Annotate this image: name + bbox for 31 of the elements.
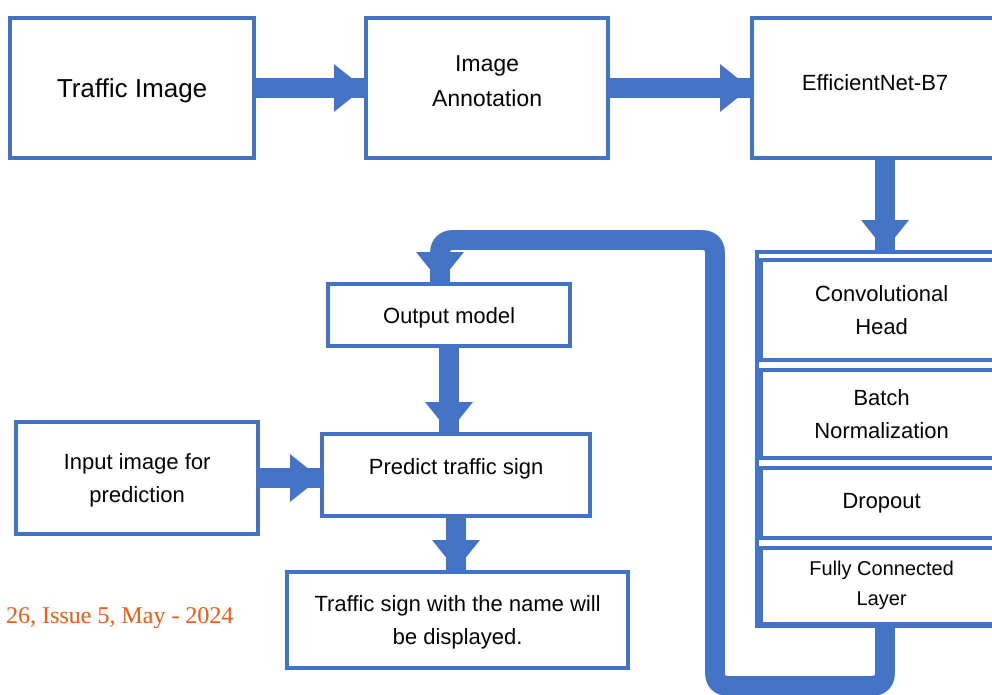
process-box: [759, 466, 992, 540]
journal-issue-note: 26, Issue 5, May - 2024: [6, 602, 234, 631]
block-arrow: [256, 64, 364, 112]
box-label: Fully Connected Layer: [808, 557, 955, 612]
process-box: [759, 546, 992, 626]
layer-stack-box: [755, 250, 992, 628]
process-box: [750, 16, 992, 160]
box-label: Traffic Image: [56, 72, 208, 104]
box-label: Predict traffic sign: [368, 453, 544, 481]
block-arrow: [425, 348, 473, 432]
box-label: Output model: [382, 302, 516, 330]
process-box: [8, 16, 256, 160]
box-label: Convolutional Head: [814, 280, 950, 341]
process-box: [759, 368, 992, 460]
block-arrow: [416, 230, 895, 695]
process-box: [14, 420, 260, 536]
process-box: [285, 570, 630, 670]
process-box: [759, 258, 992, 362]
box-label: Dropout: [842, 487, 921, 515]
box-label: Batch Normalization: [813, 384, 950, 445]
process-box: [320, 432, 592, 518]
process-box: [326, 282, 572, 348]
block-arrow: [861, 160, 909, 250]
block-arrow: [432, 518, 480, 570]
block-arrow: [610, 64, 750, 112]
box-label: EfficientNet-B7: [802, 69, 948, 97]
box-label: Traffic sign with the name will be displayed.: [313, 590, 602, 651]
block-arrow: [260, 454, 320, 502]
box-label: Input image for prediction: [62, 448, 212, 509]
box-label: Image Annotation: [431, 49, 543, 112]
process-box: [364, 16, 610, 160]
